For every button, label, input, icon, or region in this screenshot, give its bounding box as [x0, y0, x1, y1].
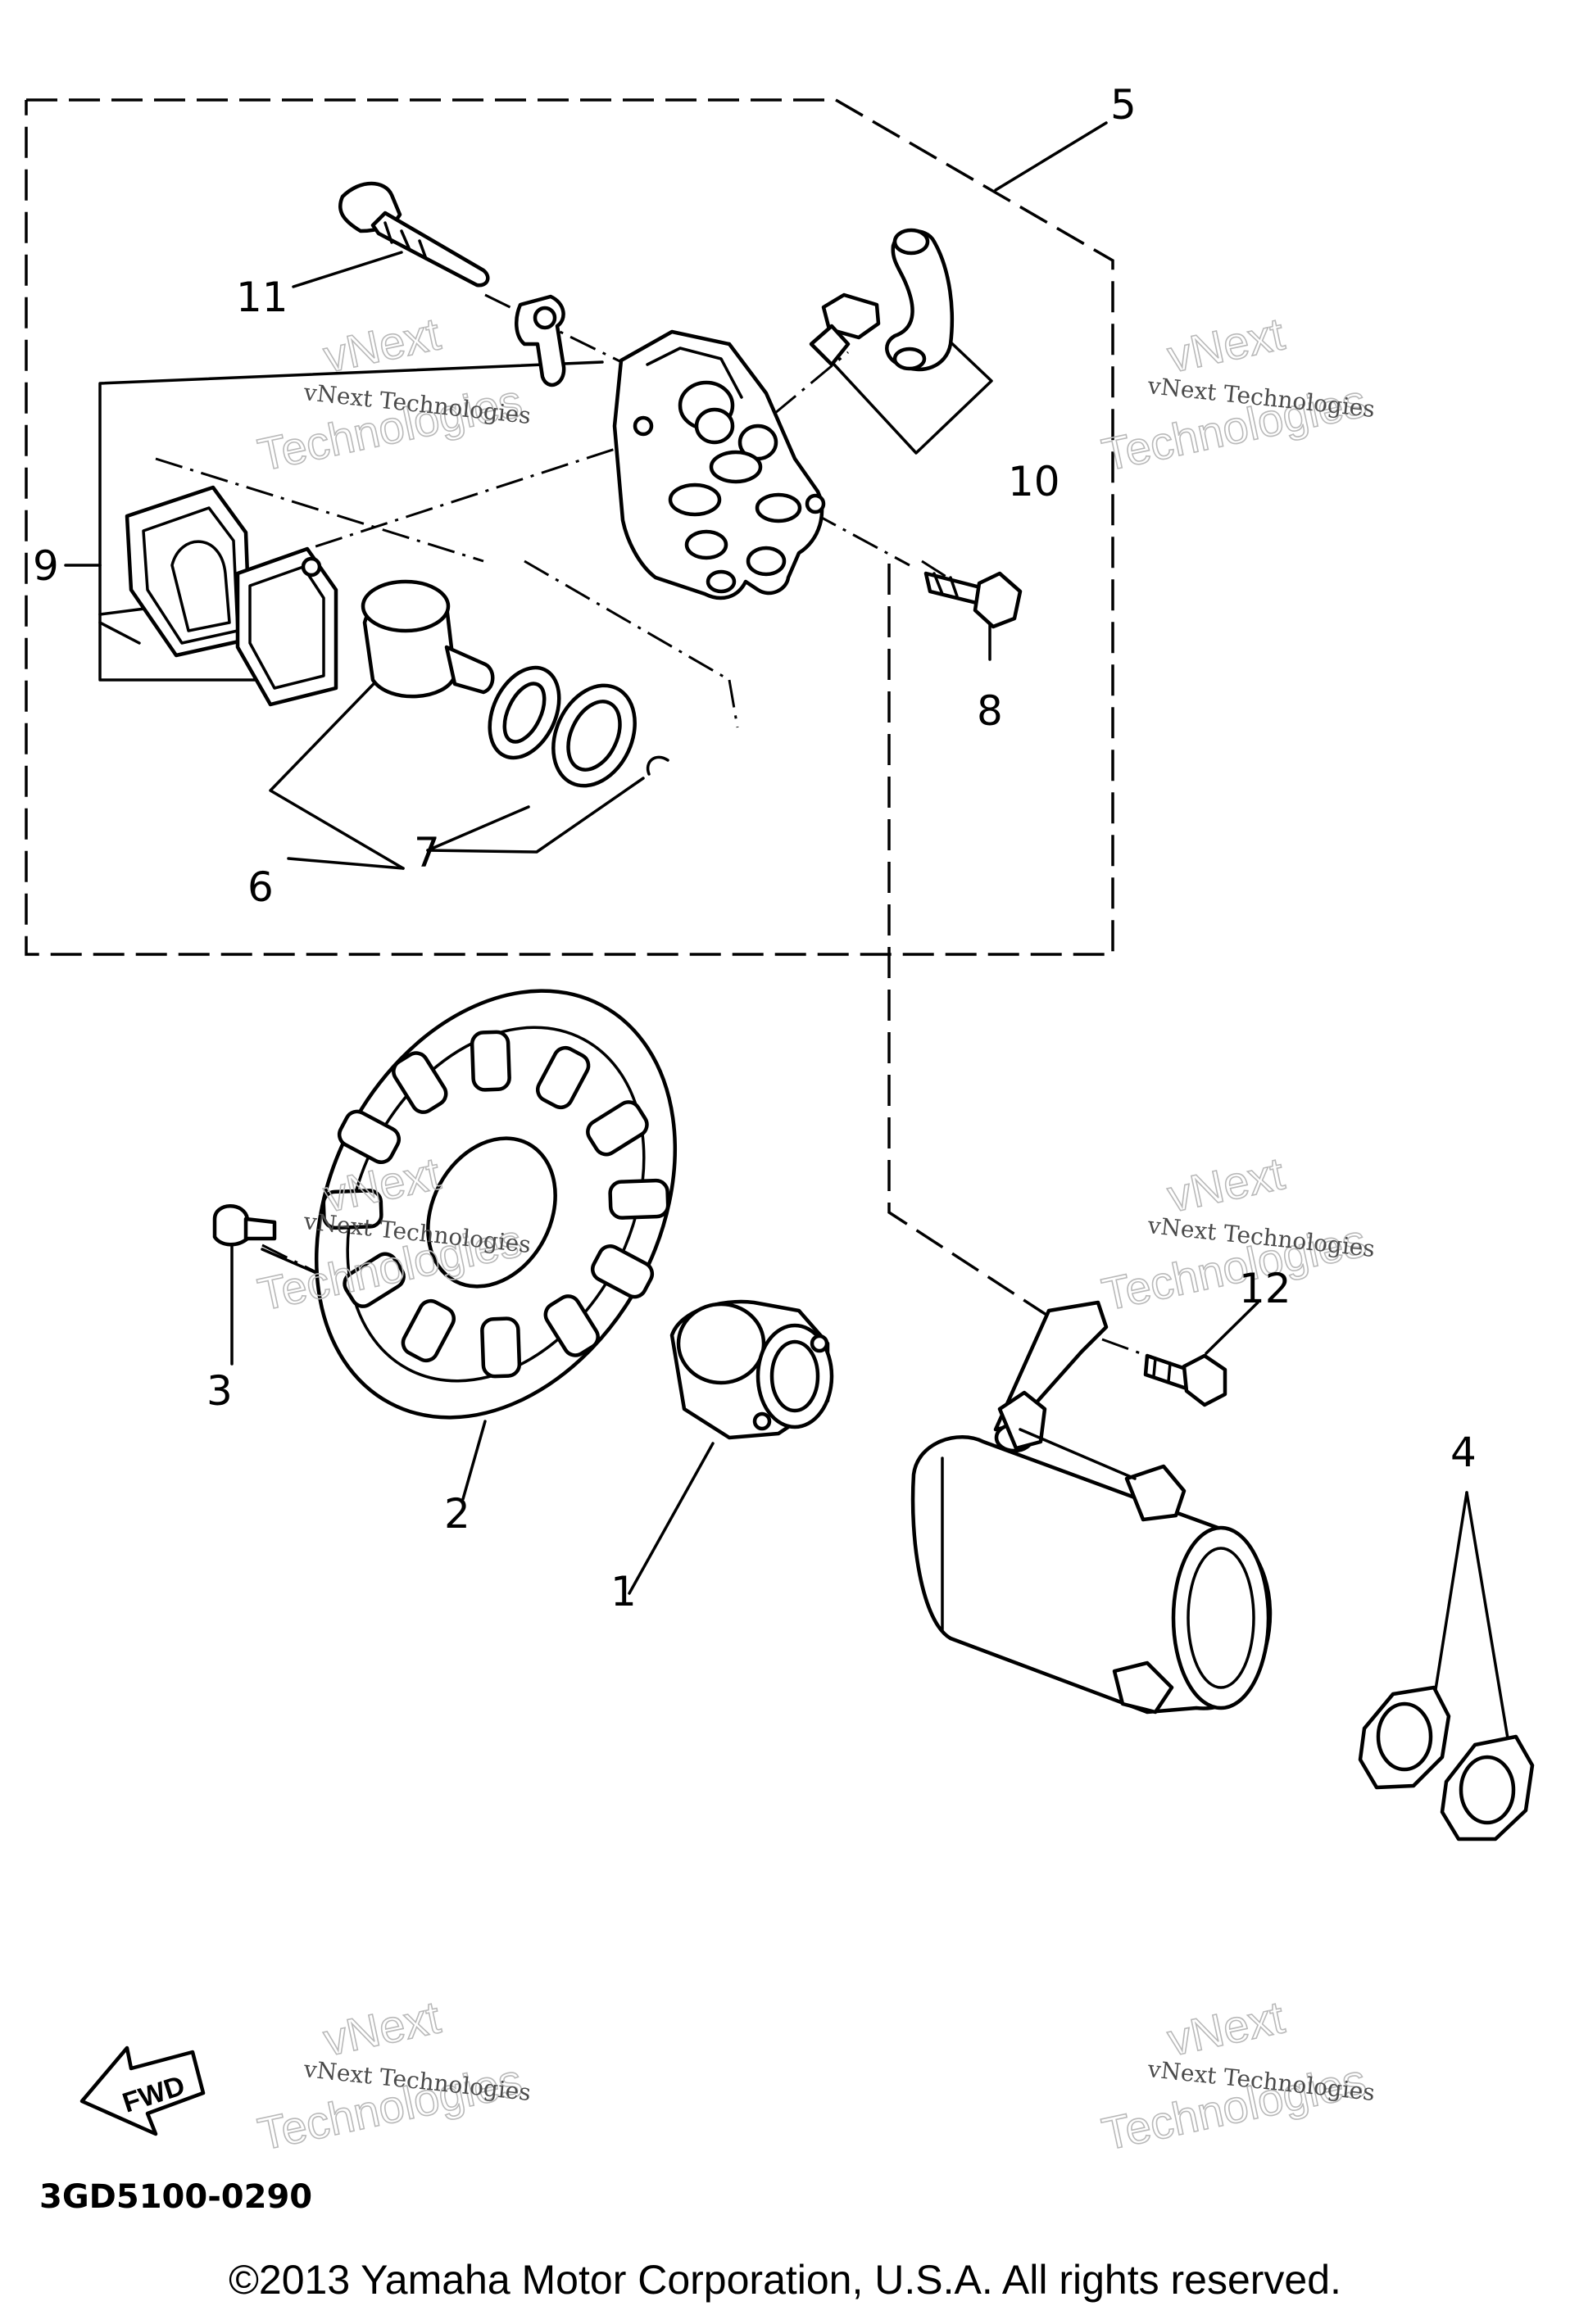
watermark-group: vNext Technologies vNext Technologies — [253, 1990, 533, 2160]
part-1-hub — [669, 1299, 834, 1440]
watermark-big: vNext — [1163, 1991, 1289, 2065]
watermark-group: vNext Technologies vNext Technologies — [1097, 1990, 1377, 2160]
part-2-brake-disc — [314, 989, 678, 1420]
callout-4: 4 — [1450, 1429, 1477, 1476]
callout-2: 2 — [444, 1490, 470, 1538]
watermark-group: vNext Technologies vNext Technologies — [253, 306, 533, 481]
leader-lines — [64, 121, 1509, 1740]
copyright-text: ©2013 Yamaha Motor Corporation, U.S.A. A… — [229, 2257, 1341, 2303]
part-9-brake-pads — [125, 485, 338, 707]
master-cylinder — [910, 1300, 1273, 1715]
callout-7: 7 — [414, 829, 440, 877]
caliper-assembly-boundary — [25, 98, 1114, 956]
watermark-big: vNext — [319, 307, 445, 382]
part-3-disc-bolt — [212, 1204, 277, 1247]
part-7-seals — [488, 665, 669, 788]
watermark-big: vNext — [319, 1991, 445, 2065]
part-8-bolt — [923, 571, 1023, 629]
pad-clip — [515, 294, 566, 387]
callout-3: 3 — [206, 1367, 233, 1415]
part-4-nuts — [1358, 1685, 1535, 1842]
callout-1: 1 — [610, 1568, 637, 1615]
callout-12: 12 — [1239, 1265, 1291, 1312]
fwd-arrow: FWD — [79, 2045, 206, 2136]
part-12-bolt — [1143, 1353, 1227, 1407]
callout-10: 10 — [1008, 458, 1060, 505]
part-10-bleed-screw — [809, 228, 955, 372]
callout-6: 6 — [247, 863, 274, 911]
callout-11: 11 — [236, 274, 288, 321]
callout-5: 5 — [1110, 81, 1137, 129]
watermark-group: vNext Technologies vNext Technologies — [1097, 1146, 1377, 1321]
watermark-big: vNext — [1163, 1147, 1289, 1221]
part-11-slide-pin — [338, 181, 490, 288]
callout-8: 8 — [977, 687, 1003, 735]
callout-labels: 1 2 3 4 5 6 7 8 9 10 11 12 — [33, 81, 1477, 1615]
part-6-piston — [361, 579, 495, 699]
caliper-body — [612, 329, 826, 600]
part-code: 3GD5100-0290 — [39, 2178, 312, 2216]
callout-9: 9 — [33, 542, 59, 590]
watermark-big: vNext — [1163, 307, 1289, 382]
watermark-group: vNext Technologies vNext Technologies — [1097, 306, 1377, 481]
